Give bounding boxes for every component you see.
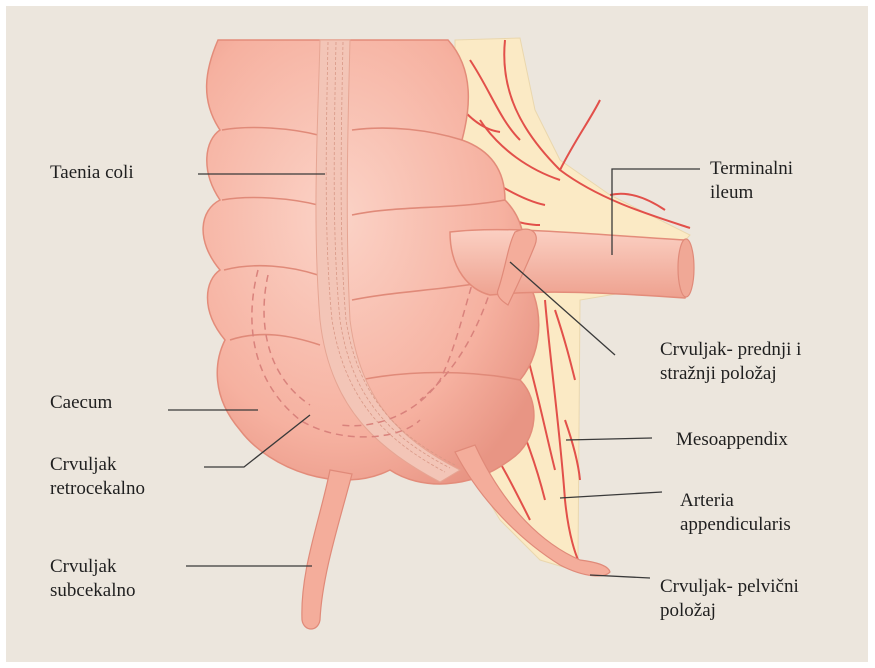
label-terminal-ileum: Terminalni ileum (710, 157, 793, 205)
label-mesoappendix: Mesoappendix (676, 428, 788, 452)
label-appendix-pelvic: Crvuljak- pelvični položaj (660, 575, 799, 623)
label-appendix-anterior-posterior: Crvuljak- prednji i stražnji položaj (660, 338, 801, 386)
label-taenia-coli: Taenia coli (50, 161, 134, 185)
terminal-ileum (450, 230, 691, 298)
label-appendix-subcaecal: Crvuljak subcekalno (50, 555, 135, 603)
label-appendix-retrocaecal: Crvuljak retrocekalno (50, 453, 145, 501)
label-caecum: Caecum (50, 391, 112, 415)
label-arteria-appendicularis: Arteria appendicularis (680, 489, 791, 537)
appendix-subcecal (302, 470, 352, 629)
